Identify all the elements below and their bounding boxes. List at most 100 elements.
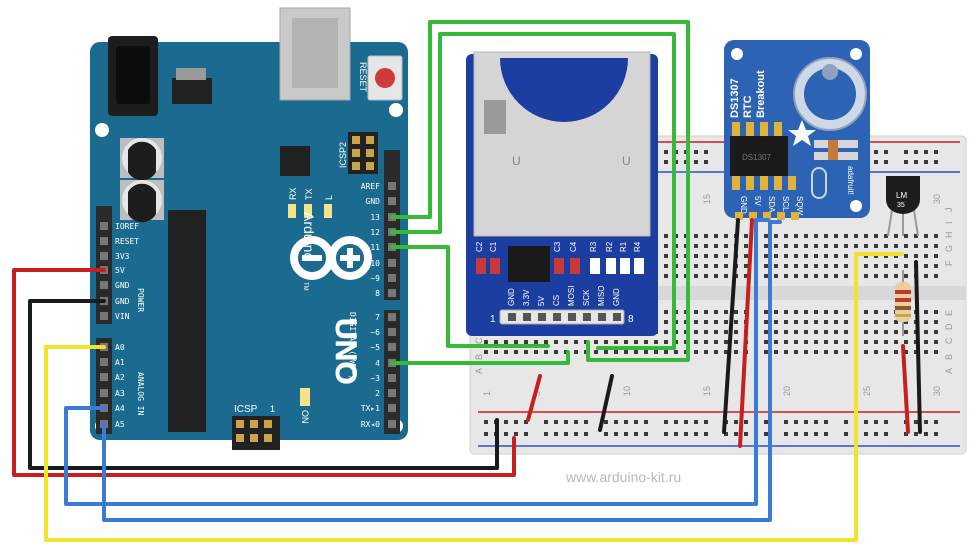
sd-pin[interactable] <box>583 313 591 321</box>
analog-pin[interactable] <box>100 358 108 366</box>
digital-pin[interactable] <box>388 389 396 397</box>
svg-text:U: U <box>622 154 631 168</box>
digital-pin-label: ~10 <box>366 259 381 268</box>
digital-pin[interactable] <box>388 420 396 428</box>
voltage-regulator <box>172 78 212 104</box>
sd-pin[interactable] <box>508 313 516 321</box>
battery-holder <box>793 57 867 131</box>
sd-pin[interactable] <box>568 313 576 321</box>
digital-pin-label: AREF <box>361 182 380 191</box>
reset-button[interactable] <box>367 55 403 101</box>
arduino-logo-icon <box>290 236 372 280</box>
power-pin[interactable] <box>100 252 108 260</box>
digital-pin[interactable] <box>388 313 396 321</box>
bb-row-letter: J <box>944 208 954 213</box>
bb-row-letter: I <box>944 221 954 224</box>
digital-pin[interactable] <box>388 404 396 412</box>
digital-pin[interactable] <box>388 343 396 351</box>
atmega-chip <box>168 210 206 432</box>
power-pin-label: VIN <box>115 312 130 321</box>
power-pin[interactable] <box>100 237 108 245</box>
analog-pin[interactable] <box>100 373 108 381</box>
digital-pin[interactable] <box>388 182 396 190</box>
wire-black-gnd <box>28 299 499 470</box>
capacitor <box>120 138 164 181</box>
sd-pin-label: 3.3V <box>522 289 531 306</box>
sd-pin[interactable] <box>538 313 546 321</box>
rtc-pin[interactable] <box>749 212 757 220</box>
digital-pin[interactable] <box>388 328 396 336</box>
reset-label: RESET <box>358 62 368 93</box>
sensor-label-1: LM <box>896 191 907 200</box>
bb-row-letter: B <box>944 354 954 360</box>
digital-pin[interactable] <box>388 289 396 297</box>
power-label: POWER <box>136 288 145 312</box>
rtc-pin[interactable] <box>735 212 743 220</box>
bb-row-letter-left: B <box>474 354 484 360</box>
digital-pin-label: 12 <box>370 228 380 237</box>
digital-pin-label: ~9 <box>370 274 380 283</box>
digital-pin-label: TX▸1 <box>361 404 380 413</box>
digital-pin-label: ~3 <box>370 374 380 383</box>
digital-pin-label: ~5 <box>370 343 380 352</box>
bb-row-letter: D <box>944 323 954 330</box>
digital-header-bottom <box>384 310 400 434</box>
analog-pin-label: A0 <box>115 343 125 352</box>
rtc-pin-label: 5V <box>753 196 762 206</box>
svg-text:U: U <box>512 154 521 168</box>
rtc-pin[interactable] <box>791 212 799 220</box>
sd-pin[interactable] <box>613 313 621 321</box>
rtc-pin[interactable] <box>777 212 785 220</box>
power-header <box>96 206 112 324</box>
arduino-logo-text: Arduino <box>301 212 317 260</box>
wire-black-rtc-gnd <box>722 218 740 434</box>
ds1307-chip <box>730 136 788 176</box>
analog-pin[interactable] <box>100 389 108 397</box>
usb-chip <box>280 146 310 176</box>
sd-component-label: R3 <box>589 241 598 252</box>
digital-label: DIGITAL (PWM~) <box>348 312 357 379</box>
analog-header <box>96 338 112 434</box>
arduino-trademark: TM <box>302 282 308 291</box>
bb-column-number-top: 15 <box>702 194 712 204</box>
rtc-pin-label: GND <box>739 196 748 214</box>
resistor <box>895 270 911 336</box>
digital-pin[interactable] <box>388 274 396 282</box>
rtc-title-3: Breakout <box>755 70 767 118</box>
sd-pin-label: MOSI <box>567 286 576 306</box>
rtc-chip-text: DS1307 <box>742 153 771 162</box>
digital-pin-label: 8 <box>375 289 380 298</box>
icsp-pin-label: 1 <box>270 404 275 414</box>
analog-pin-label: A3 <box>115 389 125 398</box>
sd-component-label: C2 <box>475 241 484 252</box>
sd-component-label: R4 <box>633 241 642 252</box>
bb-row-letter: A <box>944 368 954 374</box>
bb-column-number: 1 <box>482 391 492 396</box>
rtc-pin[interactable] <box>763 212 771 220</box>
bb-column-number-top: 30 <box>932 194 942 204</box>
power-pin[interactable] <box>100 312 108 320</box>
digital-pin[interactable] <box>388 374 396 382</box>
power-pin-label: GND <box>115 297 130 306</box>
led-rx-label: RX <box>288 187 298 200</box>
bb-row-letter-left: A <box>474 368 484 374</box>
analog-pin-label: A5 <box>115 420 125 429</box>
watermark: www.arduino-kit.ru <box>565 469 681 485</box>
rtc-title-1: DS1307 <box>729 78 741 118</box>
lm35-sensor: LM 35 <box>886 176 920 237</box>
sd-pin[interactable] <box>598 313 606 321</box>
sd-component-label: C3 <box>553 241 562 252</box>
sd-pin[interactable] <box>553 313 561 321</box>
wire-green-d12 <box>390 32 676 350</box>
sd-pin[interactable] <box>523 313 531 321</box>
power-pin[interactable] <box>100 222 108 230</box>
sd-pin-first: 1 <box>490 314 496 325</box>
digital-pin[interactable] <box>388 259 396 267</box>
wire-green-d4 <box>390 350 570 365</box>
analog-pin-label: A4 <box>115 404 125 413</box>
sd-pin-label: CS <box>552 295 561 306</box>
wire-red-jumper <box>526 374 542 422</box>
power-pin[interactable] <box>100 281 108 289</box>
digital-pin-label: RX◂0 <box>361 420 380 429</box>
digital-pin[interactable] <box>388 197 396 205</box>
